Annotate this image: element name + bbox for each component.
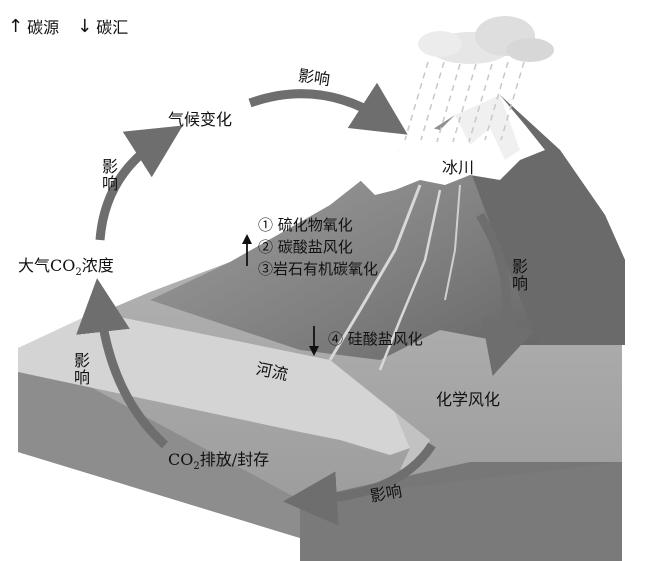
river [18,312,410,455]
process-item-2: ② 碳酸盐风化 [258,238,353,256]
arrow-label-right: 影响 [509,258,528,292]
arrow-weathering-to-co2-release [283,442,436,526]
source-symbol: ↑ [8,15,24,37]
sink-label: 碳汇 [96,18,129,37]
arrow-label-top: 影响 [296,65,332,90]
arrow-atmosphere-to-climate [95,125,183,241]
sink-symbol: ↓ [77,15,93,37]
atmospheric-co2-label: 大气CO2浓度 [18,256,114,279]
process-item-3: ③岩石有机碳氧化 [258,260,379,278]
co2-release-label: CO2排放/封存 [168,450,270,473]
arrow-co2-release-to-atmosphere [76,278,169,449]
rain [404,61,525,143]
arrow-label-left-upper: 影响 [99,158,118,192]
cloud-icon [418,16,554,64]
chemical-weathering-label: 化学风化 [436,390,501,409]
process-item-1: ① 硫化物氧化 [258,216,353,234]
arrow-glacier-to-weathering [476,212,534,376]
arrow-climate-to-glacier [248,82,408,135]
glacier-label: 冰川 [442,158,475,177]
source-label: 碳源 [27,18,60,37]
legend: ↑ 碳源 ↓ 碳汇 [8,14,128,38]
arrow-label-left-lower: 影响 [71,352,90,386]
process-item-4: ④ 硅酸盐风化 [328,330,423,348]
climate-change-label: 气候变化 [168,110,233,129]
